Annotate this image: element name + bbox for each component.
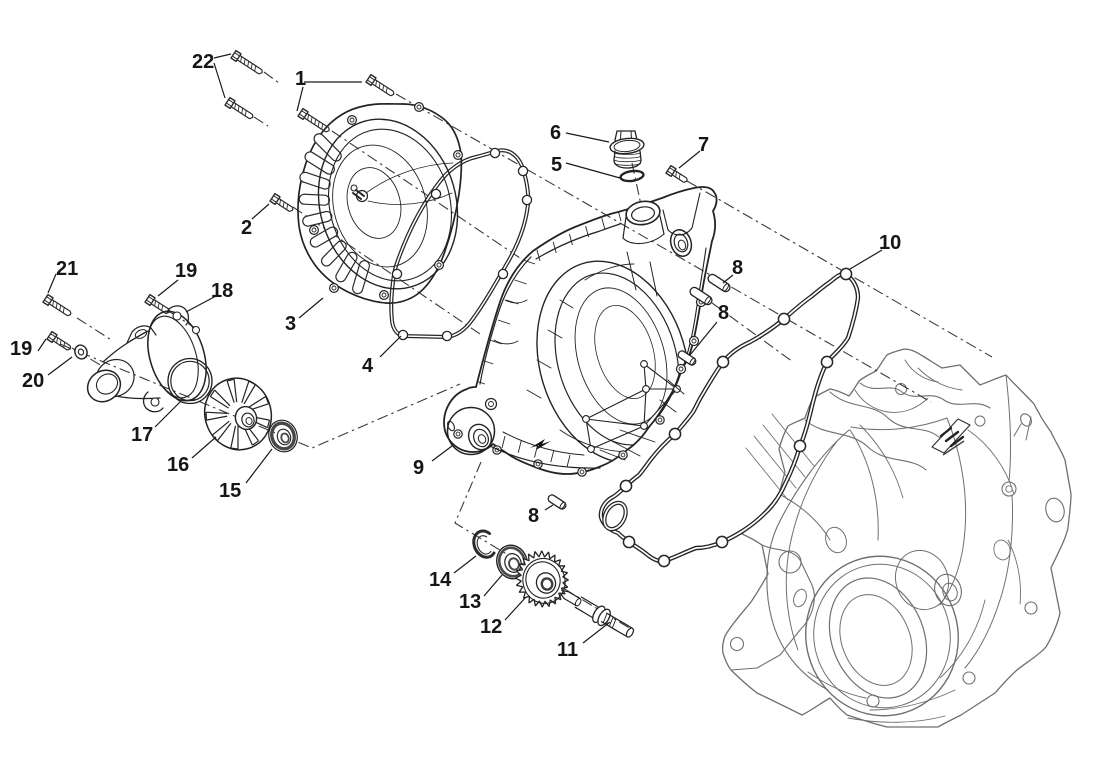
svg-text:17: 17 (131, 424, 153, 446)
svg-text:8: 8 (718, 302, 729, 324)
svg-text:13: 13 (459, 591, 481, 613)
svg-text:7: 7 (698, 134, 709, 156)
svg-text:19: 19 (175, 260, 197, 282)
svg-text:1: 1 (295, 68, 306, 90)
svg-text:22: 22 (192, 51, 214, 73)
svg-text:4: 4 (362, 355, 374, 377)
svg-text:10: 10 (879, 232, 901, 254)
svg-text:5: 5 (551, 154, 562, 176)
svg-text:21: 21 (56, 258, 78, 280)
svg-text:3: 3 (285, 313, 296, 335)
svg-text:16: 16 (167, 454, 189, 476)
svg-text:18: 18 (211, 280, 233, 302)
svg-text:14: 14 (429, 569, 452, 591)
svg-text:11: 11 (557, 639, 578, 661)
svg-text:8: 8 (732, 257, 743, 279)
svg-text:15: 15 (219, 480, 241, 502)
svg-text:8: 8 (528, 505, 539, 527)
svg-text:6: 6 (550, 122, 561, 144)
svg-text:2: 2 (241, 217, 252, 239)
svg-text:9: 9 (413, 457, 424, 479)
svg-text:12: 12 (480, 616, 502, 638)
svg-text:19: 19 (10, 338, 32, 360)
svg-text:20: 20 (22, 370, 44, 392)
